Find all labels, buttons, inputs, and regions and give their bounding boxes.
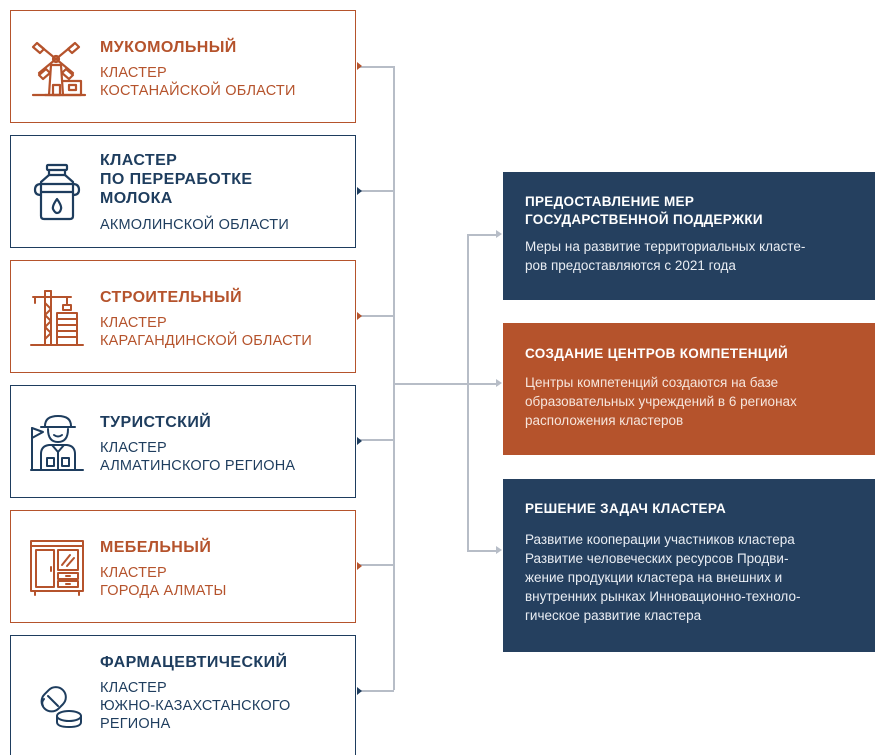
arrow-marker xyxy=(357,437,362,445)
measure-title: СОЗДАНИЕ ЦЕНТРОВ КОМПЕТЕНЦИЙ xyxy=(525,346,788,361)
cluster-subtitle: КЛАСТЕР ГОРОДА АЛМАТЫ xyxy=(100,565,227,599)
cluster-subtitle: КЛАСТЕР КАРАГАНДИНСКОЙ ОБЛАСТИ xyxy=(100,315,313,349)
arrow-marker xyxy=(496,379,502,387)
cluster-card-construction: СТРОИТЕЛЬНЫЙ КЛАСТЕР КАРАГАНДИНСКОЙ ОБЛА… xyxy=(10,260,362,373)
measure-card-state-support: ПРЕДОСТАВЛЕНИЕ МЕР ГОСУДАРСТВЕННОЙ ПОДДЕ… xyxy=(503,172,875,300)
cluster-subtitle: АКМОЛИНСКОЙ ОБЛАСТИ xyxy=(100,217,289,233)
cluster-subtitle: КЛАСТЕР ЮЖНО-КАЗАХСТАНСКОГО РЕГИОНА xyxy=(100,680,291,732)
milk-can-icon xyxy=(27,162,87,222)
cluster-card-furniture: МЕБЕЛЬНЫЙ КЛАСТЕР ГОРОДА АЛМАТЫ xyxy=(10,510,362,623)
windmill-icon xyxy=(27,37,87,97)
arrow-marker xyxy=(357,687,362,695)
cluster-title: МУКОМОЛЬНЫЙ xyxy=(100,39,237,56)
measure-text: Развитие кооперации участников кластера … xyxy=(525,532,801,623)
arrow-marker xyxy=(496,546,502,554)
connector-line xyxy=(358,564,394,566)
cluster-title: СТРОИТЕЛЬНЫЙ xyxy=(100,289,243,306)
measure-title: ПРЕДОСТАВЛЕНИЕ МЕР ГОСУДАРСТВЕННОЙ ПОДДЕ… xyxy=(525,194,763,227)
connector-line xyxy=(467,234,497,236)
cluster-subtitle: КЛАСТЕР АЛМАТИНСКОГО РЕГИОНА xyxy=(100,440,296,474)
arrow-marker xyxy=(357,562,362,570)
cluster-title: МЕБЕЛЬНЫЙ xyxy=(100,539,212,556)
connector-line xyxy=(467,550,497,552)
arrow-marker xyxy=(357,312,362,320)
connector-line xyxy=(358,315,394,317)
cluster-subtitle: КЛАСТЕР КОСТАНАЙСКОЙ ОБЛАСТИ xyxy=(100,65,296,99)
measure-text: Центры компетенций создаются на базе обр… xyxy=(525,375,797,428)
measure-card-cluster-tasks: РЕШЕНИЕ ЗАДАЧ КЛАСТЕРА Развитие кооперац… xyxy=(503,479,875,652)
cluster-card-pharma: ФАРМАЦЕВТИЧЕСКИЙ КЛАСТЕР ЮЖНО-КАЗАХСТАНС… xyxy=(10,635,362,755)
cluster-title: ТУРИСТСКИЙ xyxy=(100,414,212,431)
cluster-title: КЛАСТЕР ПО ПЕРЕРАБОТКЕ МОЛОКА xyxy=(100,152,253,207)
arrow-marker xyxy=(357,187,362,195)
middle-link-line xyxy=(394,383,468,385)
pill-icon xyxy=(27,672,87,732)
connector-line xyxy=(358,439,394,441)
measure-title: РЕШЕНИЕ ЗАДАЧ КЛАСТЕРА xyxy=(525,501,727,516)
tour-guide-icon xyxy=(27,412,87,472)
right-bracket-line xyxy=(467,234,469,551)
construction-crane-icon xyxy=(27,287,87,347)
measure-text: Меры на развитие территориальных класте-… xyxy=(525,239,806,273)
cluster-title: ФАРМАЦЕВТИЧЕСКИЙ xyxy=(100,654,288,671)
cluster-card-mill: МУКОМОЛЬНЫЙ КЛАСТЕР КОСТАНАЙСКОЙ ОБЛАСТИ xyxy=(10,10,362,123)
measure-card-competence-centers: СОЗДАНИЕ ЦЕНТРОВ КОМПЕТЕНЦИЙ Центры комп… xyxy=(503,323,875,455)
connector-line xyxy=(358,190,394,192)
connector-line xyxy=(358,690,394,692)
wardrobe-icon xyxy=(27,537,87,597)
arrow-marker xyxy=(357,62,362,70)
connector-line xyxy=(467,383,497,385)
left-bracket-line xyxy=(393,66,395,690)
arrow-marker xyxy=(496,230,502,238)
cluster-card-tourism: ТУРИСТСКИЙ КЛАСТЕР АЛМАТИНСКОГО РЕГИОНА xyxy=(10,385,362,498)
connector-line xyxy=(358,66,394,68)
cluster-card-milk: КЛАСТЕР ПО ПЕРЕРАБОТКЕ МОЛОКА АКМОЛИНСКО… xyxy=(10,135,362,248)
